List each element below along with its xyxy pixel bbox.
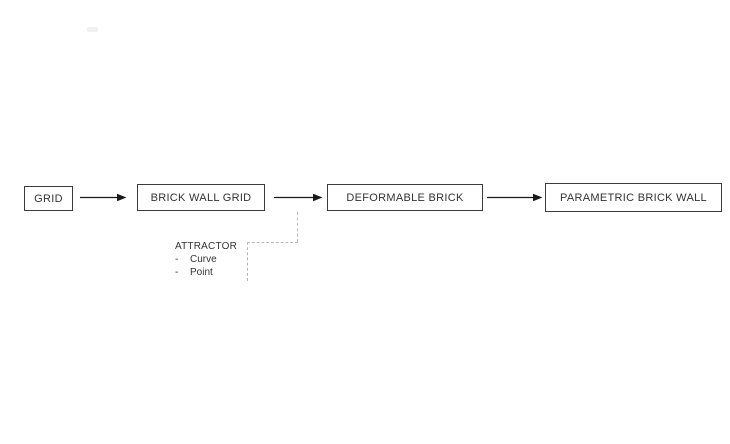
flow-arrow-icon [274,193,323,202]
attractor-title: ATTRACTOR [175,241,237,252]
attractor-item-point: - Point [175,266,237,279]
node-grid: GRID [24,186,73,211]
attractor-annotation: ATTRACTOR - Curve - Point [175,240,237,279]
smudge-mark [87,27,98,32]
node-parametric-brick-wall-label: PARAMETRIC BRICK WALL [560,191,707,204]
node-deformable-brick: DEFORMABLE BRICK [327,184,483,211]
dashed-connector-horizontal [247,242,298,243]
dashed-connector-vertical-lower [247,242,248,281]
attractor-item-bullet: - [175,254,179,265]
attractor-item-bullet: - [175,267,179,278]
node-parametric-brick-wall: PARAMETRIC BRICK WALL [545,183,722,212]
node-brick-wall-grid-label: BRICK WALL GRID [150,191,252,204]
node-grid-label: GRID [34,192,63,205]
attractor-item-label: Curve [190,254,217,265]
dashed-connector-vertical-upper [297,212,298,242]
flow-arrow-icon [80,193,127,202]
attractor-item-label: Point [190,267,213,278]
node-deformable-brick-label: DEFORMABLE BRICK [346,191,464,204]
flow-arrow-icon [487,193,543,202]
attractor-item-curve: - Curve [175,253,237,266]
node-brick-wall-grid: BRICK WALL GRID [137,184,265,211]
